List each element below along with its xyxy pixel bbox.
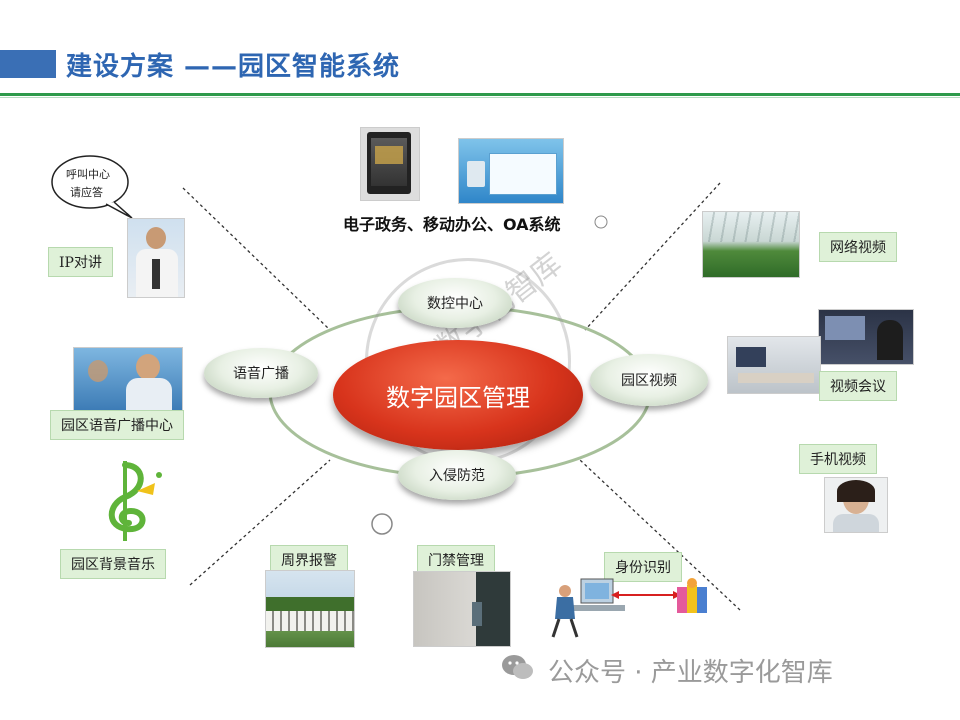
- tablet-image: [360, 127, 420, 201]
- conference-room-photo: [727, 336, 821, 394]
- speech-bubble: [51, 155, 133, 219]
- footer-source: 公众号 · 产业数字化智库: [548, 658, 833, 688]
- speech-bubble-line2: 请应答: [70, 186, 103, 199]
- tag-ip-intercom: IP对讲: [48, 247, 113, 277]
- mobile-video-photo: [824, 477, 888, 533]
- node-label: 语音广播: [233, 366, 289, 382]
- center-node: 数字园区管理: [333, 340, 583, 450]
- page-title: 建设方案 ——园区智能系统: [66, 52, 401, 82]
- header-divider: [0, 93, 960, 96]
- tag-mobile-video: 手机视频: [799, 444, 877, 474]
- node-label: 园区视频: [621, 373, 677, 389]
- tag-network-video: 网络视频: [819, 232, 897, 262]
- perimeter-fence-photo: [265, 570, 355, 648]
- tag-background-music: 园区背景音乐: [60, 549, 166, 579]
- identity-illustration: [551, 578, 707, 638]
- node-intrusion-prevention: 入侵防范: [398, 450, 516, 500]
- access-control-photo: [413, 571, 511, 647]
- tag-voice-broadcast-center: 园区语音广播中心: [50, 410, 184, 440]
- node-label: 数控中心: [427, 296, 483, 312]
- top-caption: 电子政务、移动办公、OA系统: [343, 215, 561, 234]
- divider-line-bottom-left: [189, 459, 331, 586]
- node-park-video: 园区视频: [590, 354, 708, 406]
- ip-intercom-photo: [127, 218, 185, 298]
- divider-line-bottom-right: [579, 459, 741, 611]
- center-label: 数字园区管理: [386, 383, 530, 412]
- small-circle-marker-top: [594, 215, 608, 229]
- node-control-center: 数控中心: [398, 278, 512, 328]
- greenhouse-photo: [702, 211, 800, 278]
- speech-bubble-line1: 呼叫中心: [66, 168, 110, 181]
- music-note-icon: [108, 461, 162, 541]
- wechat-icon: [502, 655, 533, 679]
- small-circle-marker: [371, 513, 393, 535]
- tag-identity-recognition: 身份识别: [604, 552, 682, 582]
- node-voice-broadcast: 语音广播: [204, 348, 318, 398]
- video-conference-screen-photo: [818, 309, 914, 365]
- tag-video-conference: 视频会议: [819, 371, 897, 401]
- oa-software-screen-image: [458, 138, 564, 204]
- header-divider-light: [0, 97, 960, 98]
- divider-line-top-left: [182, 187, 331, 331]
- node-label: 入侵防范: [429, 468, 485, 484]
- divider-line-top-right: [584, 182, 721, 331]
- call-center-photo: [73, 347, 183, 411]
- title-accent-bar: [0, 50, 56, 78]
